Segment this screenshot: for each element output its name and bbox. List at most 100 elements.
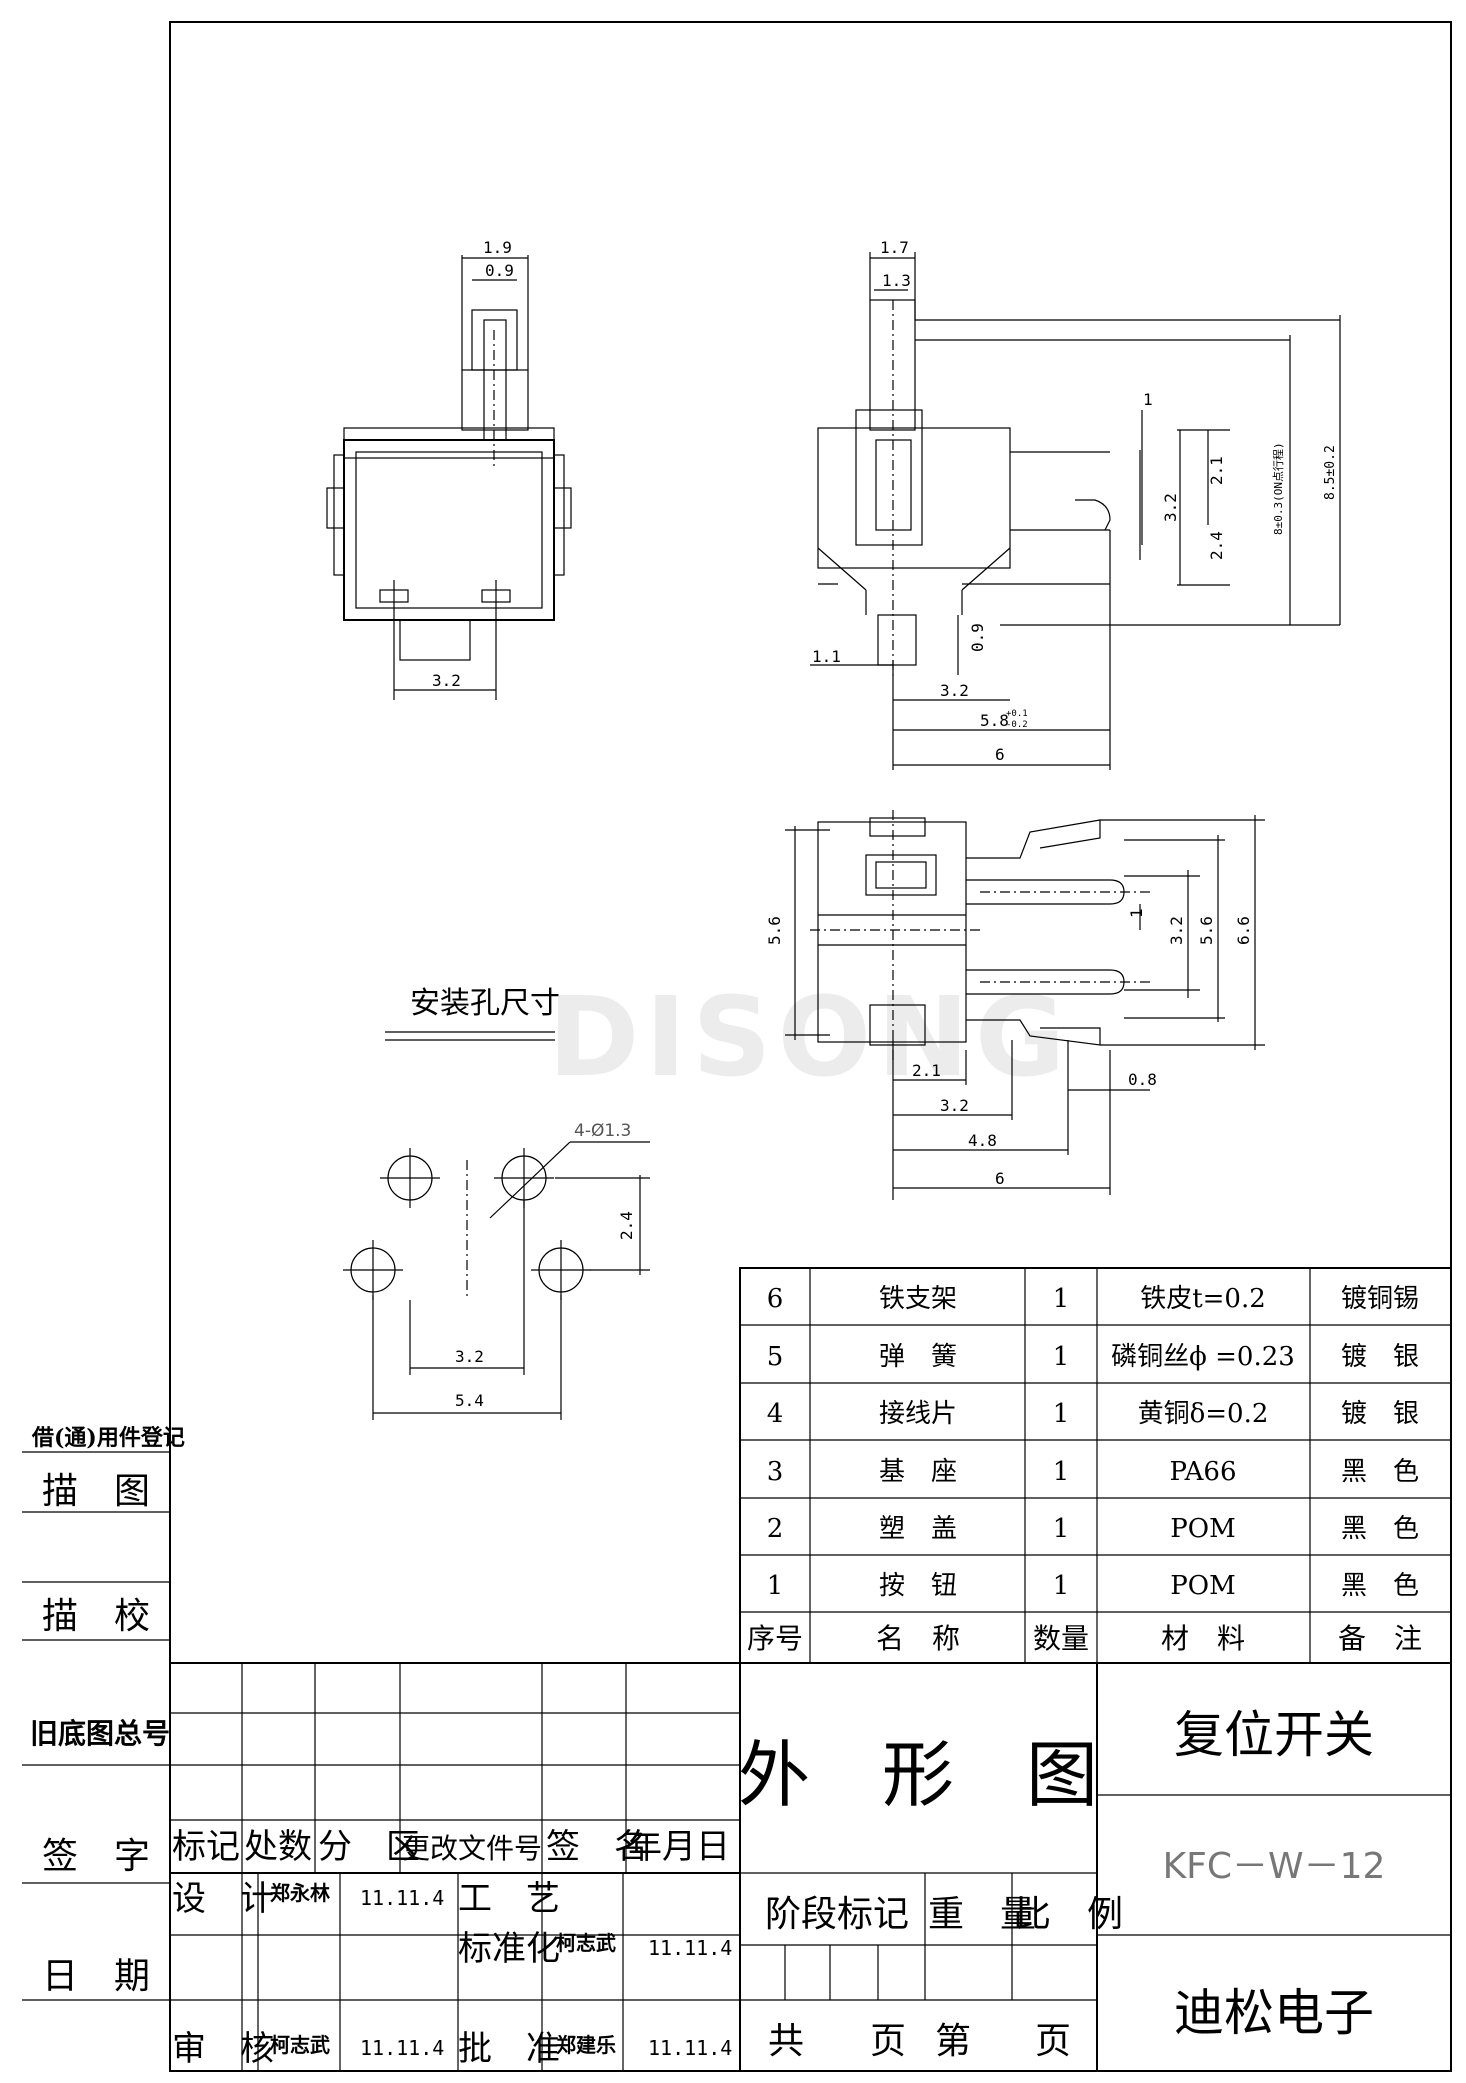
bom-row3-qty: 1 (1053, 1457, 1070, 1487)
bom-row3-note: 黑 色 (1341, 1457, 1419, 1487)
bom-row3-material: PA66 (1170, 1457, 1237, 1487)
bottom-dim-9: 6 (995, 1169, 1005, 1188)
rev-header-mark: 标记 (172, 1827, 240, 1867)
side-dim-8: 8.5±0.2 (1323, 445, 1338, 500)
bom-row4-note: 镀 银 (1341, 1399, 1419, 1429)
bom-row5-name: 弹 簧 (879, 1342, 957, 1372)
standard-person: 柯志武 (556, 1931, 616, 1955)
standard-label: 标准化 (458, 1929, 560, 1969)
front-dim-3: 3.2 (432, 671, 461, 690)
side-dim-12: 5.8 (980, 711, 1009, 730)
front-view: 1.9 0.9 3.2 (326, 238, 572, 700)
design-date: 11.11.4 (360, 1886, 444, 1910)
bom-row1-no: 1 (767, 1571, 784, 1601)
rev-header-zone: 分 区 (318, 1827, 420, 1867)
designer-name: 郑永林 (270, 1881, 330, 1905)
scale-label: 比 例 (1015, 1894, 1123, 1935)
bom-row5-no: 5 (767, 1342, 784, 1372)
side-dim-2: 1.3 (882, 271, 911, 290)
side-dim-11: 3.2 (940, 681, 969, 700)
stage-label: 阶段标记 (765, 1894, 909, 1935)
bom-row6-material: 铁皮t=0.2 (1140, 1284, 1266, 1314)
approve-date: 11.11.4 (648, 2036, 732, 2060)
side-dim-7: 8±0.3(ON点行程) (1272, 442, 1285, 535)
front-dim-1: 1.9 (483, 238, 512, 257)
side-dim-5: 3.2 (1161, 493, 1180, 522)
process-label: 工 艺 (458, 1879, 560, 1919)
approve-label: 批 准 (458, 2029, 560, 2069)
bom-row4-qty: 1 (1053, 1399, 1070, 1429)
drawing-type: 外 形 图 (738, 1733, 1098, 1817)
bottom-dim-1: 5.6 (765, 916, 784, 945)
title-block: 标记 处数 分 区 更改文件号 签 名 年月日 设 计 郑永林 11.11.4 … (170, 1662, 1451, 2071)
rev-header-sign: 签 名 (546, 1827, 648, 1867)
company-name: 迪松电子 (1174, 1984, 1374, 2042)
sheet-no-page: 页 (1035, 2021, 1071, 2062)
sheet-no-label: 第 (935, 2021, 971, 2062)
bom-row6-name: 铁支架 (879, 1284, 957, 1314)
bom-header-note: 备 注 (1338, 1622, 1422, 1655)
bom-row1-qty: 1 (1053, 1571, 1070, 1601)
bom-row2-material: POM (1170, 1514, 1235, 1544)
sheet-border (169, 21, 1452, 2072)
bottom-dim-6: 2.1 (912, 1061, 941, 1080)
bom-row6-note: 镀铜锡 (1341, 1284, 1419, 1314)
bottom-view: 1 3.2 5.6 6.6 5.6 2.1 3.2 4.8 6 0.8 (765, 810, 1265, 1200)
approver-name: 郑建乐 (556, 2033, 616, 2057)
bom-header-qty: 数量 (1033, 1622, 1089, 1655)
bom-header-material: 材 料 (1161, 1622, 1245, 1655)
bom-row1-name: 按 钮 (879, 1571, 957, 1601)
sheets-page: 页 (870, 2021, 906, 2062)
side-dim-14: -0.2 (1006, 720, 1028, 730)
bom-row6-no: 6 (767, 1284, 784, 1314)
holes-dim-1: 4-Ø1.3 (574, 1121, 631, 1141)
model-number: KFC－W－12 (1163, 1846, 1386, 1887)
reviewer-name: 柯志武 (270, 2033, 330, 2057)
label-signature: 签 字 (42, 1836, 150, 1877)
side-dim-9: 0.9 (968, 623, 987, 652)
holes-dim-2: 2.4 (617, 1211, 636, 1240)
bom-row3-name: 基 座 (879, 1457, 957, 1487)
label-trace: 描 图 (42, 1471, 150, 1512)
side-dim-13: +0.1 (1006, 709, 1028, 719)
bom-row5-note: 镀 银 (1341, 1342, 1419, 1372)
bom-row4-name: 接线片 (879, 1399, 957, 1429)
watermark: DISONG (548, 973, 1071, 1101)
bom-row2-no: 2 (767, 1514, 784, 1544)
bom-header-no: 序号 (747, 1622, 803, 1655)
bottom-dim-7: 3.2 (940, 1096, 969, 1115)
bom-row2-note: 黑 色 (1341, 1514, 1419, 1544)
bottom-dim-2: 1 (1127, 908, 1146, 918)
label-trace-check: 描 校 (42, 1596, 150, 1637)
rev-header-date: 年月日 (628, 1827, 730, 1867)
label-date: 日 期 (42, 1956, 150, 1997)
bom-row3-no: 3 (767, 1457, 784, 1487)
sheets-label: 共 (768, 2021, 804, 2062)
design-label: 设 计 (172, 1879, 274, 1919)
bottom-dim-4: 5.6 (1197, 916, 1216, 945)
bom-row5-qty: 1 (1053, 1342, 1070, 1372)
bom-row6-qty: 1 (1053, 1284, 1070, 1314)
bom-row2-qty: 1 (1053, 1514, 1070, 1544)
rev-header-doc: 更改文件号 (402, 1832, 542, 1865)
bottom-dim-8: 4.8 (968, 1131, 997, 1150)
front-dim-2: 0.9 (485, 261, 514, 280)
rev-header-count: 处数 (244, 1827, 312, 1867)
mounting-holes-view: 安装孔尺寸 4-Ø1.3 2.4 3.2 5.4 (343, 986, 650, 1420)
holes-dim-3: 3.2 (455, 1347, 484, 1366)
bom-row4-no: 4 (767, 1399, 784, 1429)
standard-date: 11.11.4 (648, 1936, 732, 1960)
product-name: 复位开关 (1174, 1706, 1374, 1764)
bottom-dim-10: 0.8 (1128, 1070, 1157, 1089)
bom-row1-note: 黑 色 (1341, 1571, 1419, 1601)
side-dim-6: 2.4 (1207, 531, 1226, 560)
bottom-dim-5: 6.6 (1234, 916, 1253, 945)
left-register-strip: 借(通)用件登记 描 图 描 校 旧底图总号 签 字 日 期 (22, 1425, 185, 2001)
weight-label: 重 量 (928, 1894, 1036, 1935)
review-label: 审 核 (172, 2029, 274, 2069)
bom-row1-material: POM (1170, 1571, 1235, 1601)
label-borrow-register: 借(通)用件登记 (31, 1425, 185, 1451)
bom-header-name: 名 称 (876, 1622, 960, 1655)
side-view: 1.7 1.3 1 2.1 3.2 2.4 8±0.3(ON点行程) 8.5±0… (810, 238, 1341, 770)
